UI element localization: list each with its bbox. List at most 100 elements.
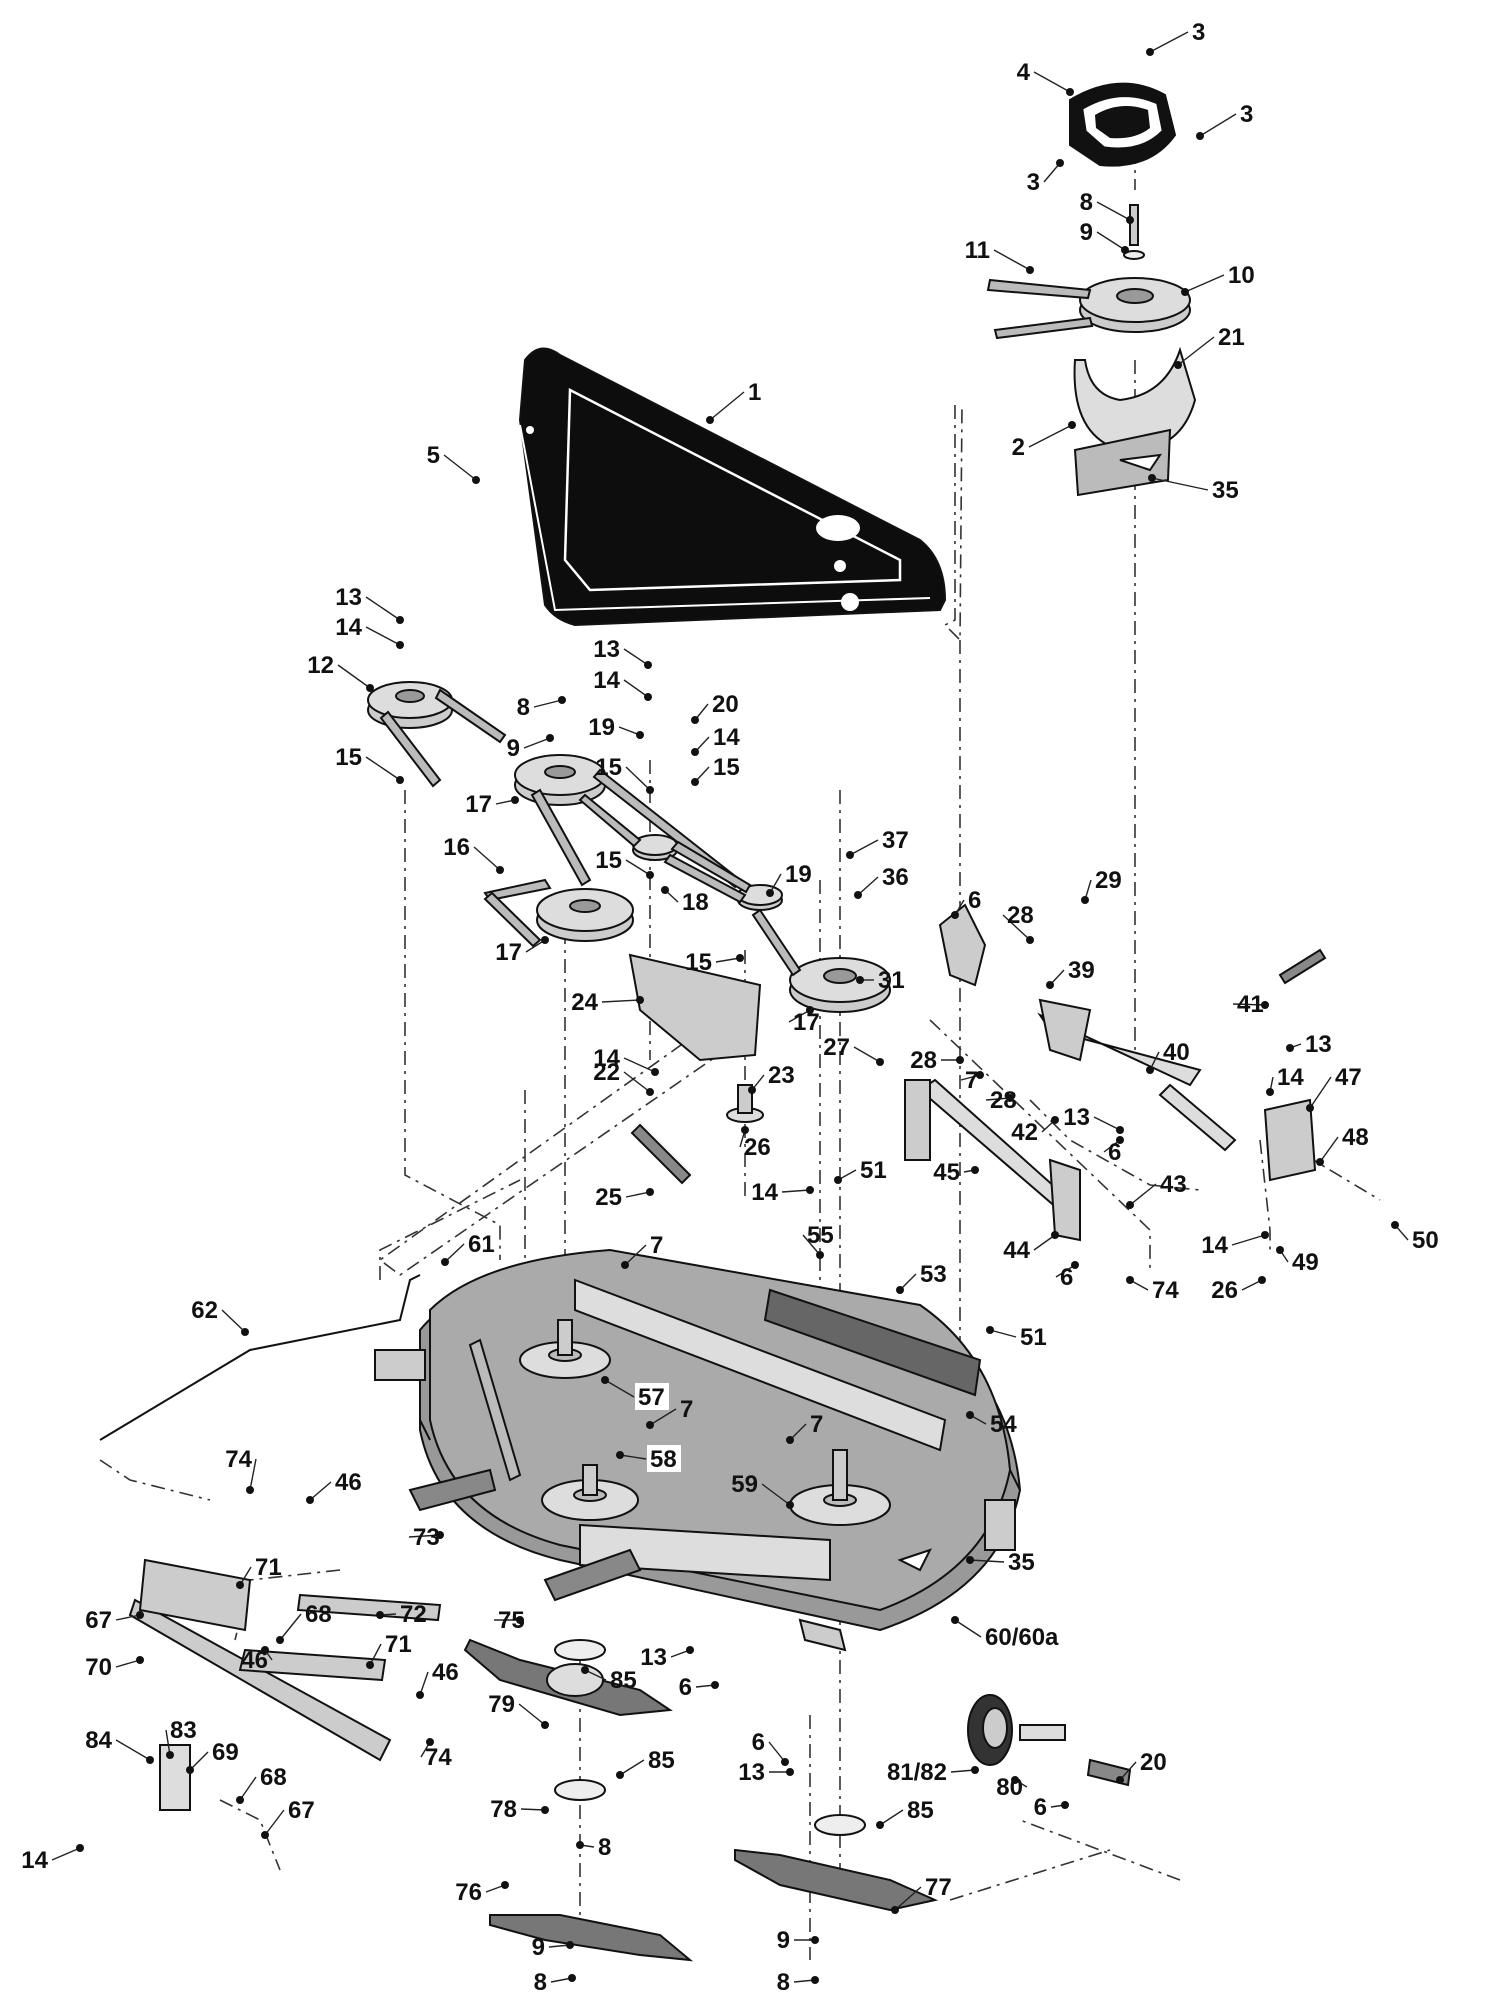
part-number-label: 54 (990, 1411, 1017, 1438)
callout-dot (441, 1258, 449, 1266)
part-number-label: 74 (1152, 1277, 1179, 1304)
callout-dot (1286, 1044, 1294, 1052)
part-number-label: 9 (507, 735, 520, 762)
part-number-label: 53 (920, 1261, 947, 1288)
part-number-label: 73 (413, 1524, 440, 1551)
callout-dot (396, 641, 404, 649)
callout-dot (806, 1006, 814, 1014)
callout-leader (279, 1613, 302, 1641)
part-number-label: 8 (777, 1969, 790, 1996)
callout-dot (661, 886, 669, 894)
part-number-label: 67 (288, 1797, 315, 1824)
callout-leader (894, 1886, 922, 1911)
callout-dot (186, 1766, 194, 1774)
callout-dot (621, 1261, 629, 1269)
callout-dot (136, 1611, 144, 1619)
callout-dot (241, 1328, 249, 1336)
callout-dot (136, 1656, 144, 1664)
callout-dot (1261, 1001, 1269, 1009)
callout-dot (971, 1766, 979, 1774)
callout-dot (646, 871, 654, 879)
callout-leader (802, 1234, 821, 1256)
lift-linkage (904, 903, 1327, 1242)
callout-leader (523, 737, 551, 749)
callout-dot (511, 796, 519, 804)
callout-leader (1033, 1234, 1056, 1251)
callout-leader (715, 957, 741, 963)
callout-dot (706, 416, 714, 424)
part-number-label: 21 (1218, 324, 1245, 351)
callout-dot (1306, 1104, 1314, 1112)
part-number-label: 8 (517, 694, 530, 721)
part-number-label: 17 (793, 1009, 820, 1036)
callout-leader (1129, 1183, 1157, 1206)
callout-dot (1121, 246, 1129, 254)
part-number-label: 46 (432, 1659, 459, 1686)
part-number-label: 17 (495, 939, 522, 966)
part-number-label: 5 (427, 442, 440, 469)
callout-leader (239, 1776, 257, 1801)
part-number-label: 50 (1412, 1227, 1439, 1254)
part-number-label: 22 (593, 1059, 620, 1086)
part-number-label: 8 (534, 1969, 547, 1996)
callout-leader (781, 1189, 811, 1193)
part-number-label: 42 (1011, 1119, 1038, 1146)
part-number-label: 41 (1237, 991, 1264, 1018)
callout-leader (709, 391, 745, 421)
part-number-label: 55 (807, 1222, 834, 1249)
callout-leader (165, 1729, 171, 1756)
callout-leader (1309, 1076, 1332, 1109)
callout-dot (366, 684, 374, 692)
callout-dot (501, 1881, 509, 1889)
callout-leader (853, 1046, 881, 1063)
callout-leader (623, 1071, 651, 1093)
callout-dot (1011, 1776, 1019, 1784)
callout-leader (625, 766, 651, 791)
part-number-label: 29 (1095, 867, 1122, 894)
callout-dot (646, 1421, 654, 1429)
callout-dot (711, 1681, 719, 1689)
callout-leader (264, 1809, 285, 1836)
part-number-label: 27 (823, 1034, 850, 1061)
part-number-label: 26 (744, 1134, 771, 1161)
callout-leader (857, 876, 879, 896)
belt-guard (1073, 346, 1197, 497)
blades (463, 1638, 939, 1962)
part-number-label: 80 (996, 1774, 1023, 1801)
callout-dot (976, 1071, 984, 1079)
callout-dot (1174, 361, 1182, 369)
part-number-label: 13 (1305, 1031, 1332, 1058)
callout-dot (741, 1126, 749, 1134)
part-number-label: 46 (241, 1647, 268, 1674)
callout-dot (876, 1058, 884, 1066)
callout-dot (986, 1326, 994, 1334)
gauge-wheel (967, 1694, 1132, 1787)
callout-dot (246, 1486, 254, 1494)
part-number-label: 39 (1068, 957, 1095, 984)
part-number-label: 18 (682, 889, 709, 916)
callout-leader (623, 648, 649, 666)
part-number-label: 15 (595, 754, 622, 781)
part-number-label: 75 (498, 1607, 525, 1634)
part-number-label: 47 (1335, 1064, 1362, 1091)
part-number-label: 85 (907, 1797, 934, 1824)
callout-dot (1068, 421, 1076, 429)
front-linkage (99, 1274, 442, 1811)
part-number-label: 45 (933, 1159, 960, 1186)
callout-dot (636, 996, 644, 1004)
callout-dot (971, 1166, 979, 1174)
pulley-belt-assembly (367, 681, 891, 1185)
callout-dot (376, 1611, 384, 1619)
part-number-label: 19 (785, 861, 812, 888)
callout-dot (426, 1738, 434, 1746)
callout-dot (686, 1646, 694, 1654)
part-number-label: 14 (593, 667, 620, 694)
callout-leader (115, 1614, 141, 1621)
callout-leader (1043, 162, 1061, 183)
callout-dot (516, 1616, 524, 1624)
callout-dot (691, 716, 699, 724)
callout-dot (396, 616, 404, 624)
callout-dot (1181, 288, 1189, 296)
callout-dot (1126, 1201, 1134, 1209)
